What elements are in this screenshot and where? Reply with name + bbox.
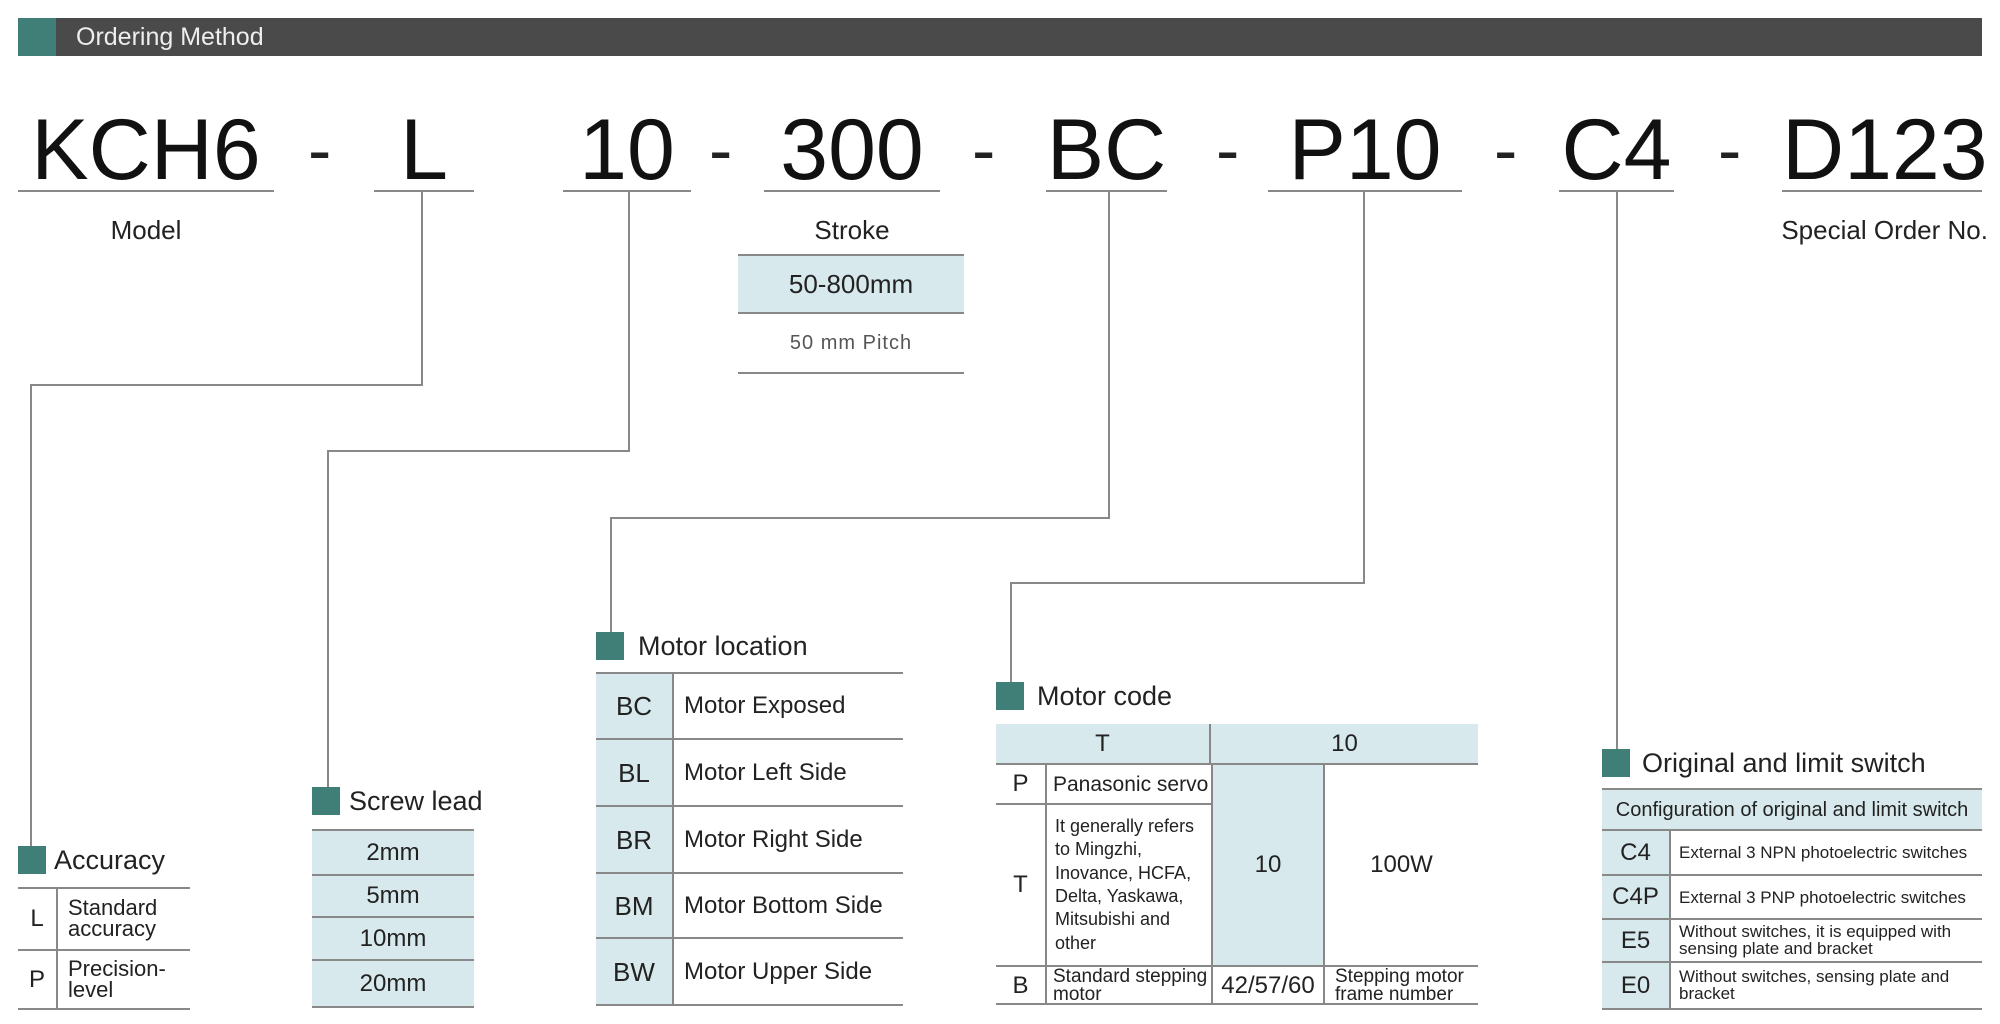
table-row: 5mm <box>312 876 474 918</box>
accuracy-title: Accuracy <box>54 845 166 875</box>
code-cell: C4 <box>1602 831 1669 874</box>
code-motor-location: BC <box>1046 102 1167 198</box>
table-row: P Precision-level <box>18 951 190 1010</box>
code-cell: BL <box>596 740 672 805</box>
code-cell: BC <box>596 674 672 738</box>
screw-lead-table: 2mm 5mm 10mm 20mm <box>312 829 474 1008</box>
desc-cell: Without switches, it is equipped with se… <box>1669 920 1982 961</box>
code-cell: BR <box>596 807 672 872</box>
motor-location-marker <box>596 632 624 660</box>
screw-lead-title: Screw lead <box>349 786 483 816</box>
accuracy-table: L Standard accuracy P Precision-level <box>18 887 190 1010</box>
motor-code-marker <box>996 682 1024 710</box>
dash: - <box>709 111 733 189</box>
desc-cell: Motor Left Side <box>672 740 903 805</box>
header-cell: Configuration of original and limit swit… <box>1602 790 1982 831</box>
dash: - <box>1494 111 1518 189</box>
desc-cell: Motor Upper Side <box>672 939 903 1004</box>
code-switch: C4 <box>1559 107 1674 193</box>
code-cell: L <box>30 905 44 932</box>
desc-cell: Without switches, sensing plate and brac… <box>1669 963 1982 1008</box>
header-title: Ordering Method <box>76 23 264 51</box>
desc-cell: External 3 PNP photoelectric switches <box>1669 876 1982 918</box>
code-cell: E0 <box>1602 963 1669 1008</box>
desc-cell: Motor Exposed <box>672 674 903 738</box>
screw-lead-marker <box>312 787 340 815</box>
motor-location-title: Motor location <box>638 631 808 661</box>
code-model: KCH6 <box>18 107 274 193</box>
code-cell: C4P <box>1602 876 1669 918</box>
desc-cell: External 3 NPN photoelectric switches <box>1669 831 1982 874</box>
switch-table: Configuration of original and limit swit… <box>1602 788 1982 1010</box>
desc-cell: Standard stepping motor <box>1045 967 1211 1005</box>
dash: - <box>1216 111 1240 189</box>
code-stroke: 300 <box>764 107 940 193</box>
code-cell: E5 <box>1602 920 1669 961</box>
dash: - <box>1718 111 1742 189</box>
table-row: 2mm <box>312 831 474 876</box>
header-cell: 10 <box>1211 724 1478 765</box>
code-cell: B <box>1012 972 1029 999</box>
stroke-pitch: 50 mm Pitch <box>738 314 964 374</box>
stroke-range: 50-800mm <box>738 254 964 314</box>
size-cell: 10 <box>1211 765 1323 967</box>
code-accuracy: L <box>374 107 474 193</box>
code-cell: P <box>28 965 45 993</box>
dash: - <box>972 111 996 189</box>
desc-cell: Motor Bottom Side <box>672 874 903 937</box>
desc-cell: Motor Right Side <box>672 807 903 872</box>
code-cell: BM <box>596 874 672 937</box>
label-special-order: Special Order No. <box>1781 215 1988 245</box>
code-cell: T <box>996 805 1045 967</box>
code-motor: P10 <box>1268 107 1462 193</box>
code-screw-lead: 10 <box>563 107 691 193</box>
table-row: L Standard accuracy <box>18 889 190 951</box>
header-cell: T <box>996 724 1211 765</box>
code-special: D123 <box>1782 102 1988 198</box>
label-model: Model <box>110 215 182 245</box>
switch-marker <box>1602 749 1630 777</box>
power-cell: 100W <box>1323 765 1478 967</box>
accuracy-marker <box>18 846 46 874</box>
desc-cell: Panasonic servo <box>1045 765 1211 805</box>
switch-title: Original and limit switch <box>1642 748 1926 778</box>
table-row: 20mm <box>312 961 474 1008</box>
desc-cell: Precision-level <box>56 951 190 1008</box>
section-header: Ordering Method <box>18 18 1982 56</box>
size-cell: 42/57/60 <box>1211 967 1323 1005</box>
dash: - <box>308 111 332 189</box>
code-cell: BW <box>596 939 672 1004</box>
note-cell: Stepping motor frame number <box>1323 967 1478 1005</box>
code-cell: P <box>996 765 1045 805</box>
desc-cell: Standard accuracy <box>56 889 190 949</box>
table-row: 10mm <box>312 918 474 961</box>
header-accent <box>18 18 56 56</box>
label-stroke: Stroke <box>814 215 890 245</box>
motor-code-table: T 10 P Panasonic servo T It generally re… <box>996 724 1478 1005</box>
motor-code-title: Motor code <box>1037 681 1173 711</box>
desc-cell: It generally refers to Mingzhi, Inovance… <box>1045 805 1211 967</box>
